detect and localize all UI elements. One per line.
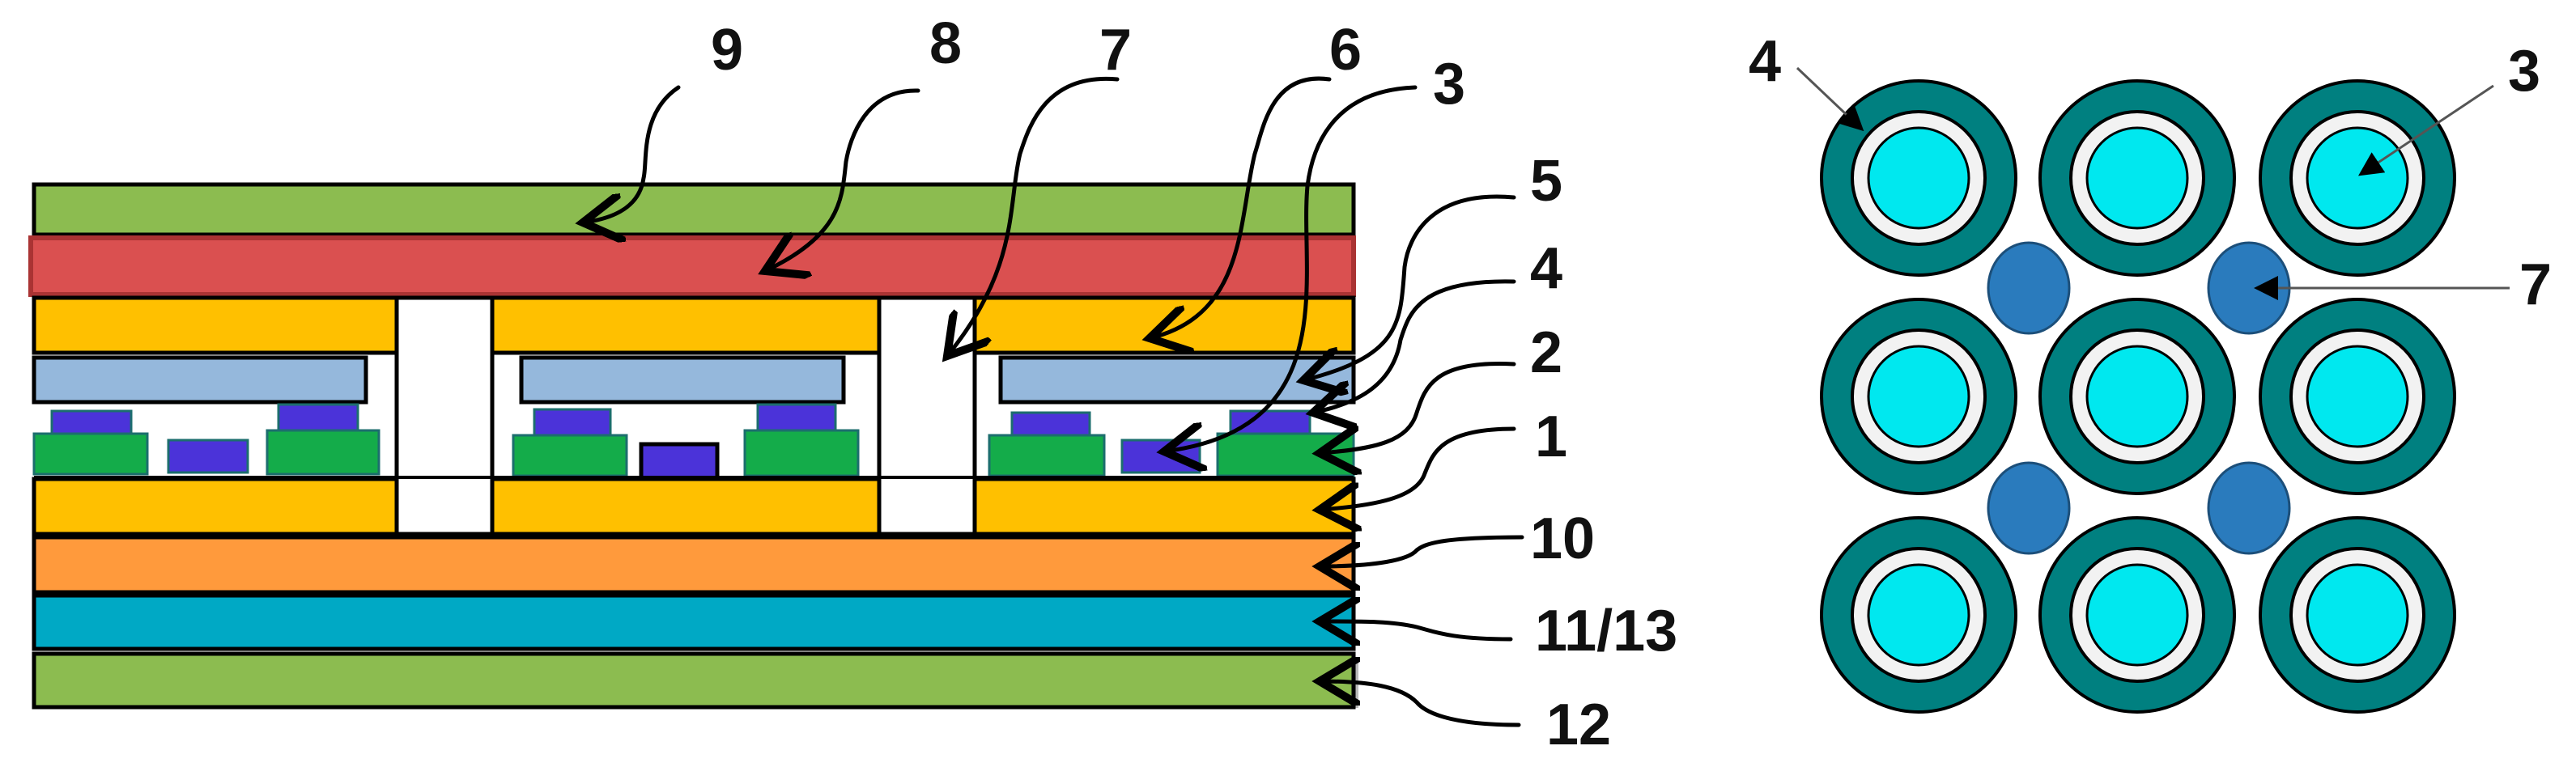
- plan-view-diagram: 4 3 7: [1749, 29, 2552, 714]
- label-9: 9: [711, 18, 743, 83]
- label-3: 3: [1433, 52, 1465, 117]
- layer-5-plate-2: [519, 355, 846, 405]
- plan-dot-1: [1987, 241, 2071, 335]
- plan-cell-6-core: [2306, 345, 2409, 448]
- plan-cell-5-core: [2085, 345, 2189, 448]
- plan-cell-1-core: [1867, 126, 1970, 230]
- chip-mid-2: [639, 442, 720, 481]
- leader-8: [765, 88, 920, 271]
- layer-6-block-3: [972, 295, 1356, 355]
- leader-4: [1313, 279, 1516, 413]
- plan-dot-4: [2207, 461, 2291, 555]
- chip-base-2a: [512, 434, 628, 477]
- plan-cell-5: [2038, 298, 2236, 495]
- chip-small-3b: [1229, 409, 1311, 435]
- chip-small-2b: [756, 403, 837, 432]
- leader-1: [1320, 426, 1516, 510]
- plan-cell-1: [1820, 79, 2017, 277]
- plan-cell-2: [2038, 79, 2236, 277]
- chip-base-3a: [988, 434, 1106, 477]
- leader-6: [1150, 76, 1332, 338]
- chip-base-1b: [266, 429, 380, 476]
- leader-7: [947, 76, 1120, 356]
- leader-3: [1164, 85, 1418, 451]
- chip-small-3a: [1010, 411, 1091, 437]
- layer-9-top-cover: [32, 182, 1356, 237]
- label-1: 1: [1535, 405, 1567, 469]
- layer-1-block-3: [972, 477, 1356, 536]
- plan-cell-2-core: [2085, 126, 2189, 230]
- plan-cell-8-core: [2085, 563, 2189, 667]
- leader-9: [583, 85, 681, 222]
- leader-11-13: [1320, 621, 1513, 639]
- layer-8-adhesive: [28, 235, 1356, 297]
- plan-dot-3: [1987, 461, 2071, 555]
- layer-5-plate-1: [32, 355, 368, 405]
- plan-cell-9-core: [2306, 563, 2409, 667]
- chip-small-2a: [533, 408, 612, 437]
- plan-cell-7: [1820, 516, 2017, 714]
- leader-12: [1320, 681, 1521, 727]
- plan-cell-3: [2259, 79, 2456, 277]
- chip-small-1a: [50, 409, 133, 435]
- leader-10: [1320, 535, 1524, 566]
- label-5: 5: [1530, 149, 1562, 214]
- label-10: 10: [1530, 506, 1595, 571]
- plan-cell-4: [1820, 298, 2017, 495]
- chip-small-1b: [277, 403, 359, 432]
- opening-7-right: [877, 295, 977, 536]
- plan-cell-3-core: [2306, 126, 2409, 230]
- label-12: 12: [1546, 693, 1611, 757]
- plan-cell-8: [2038, 516, 2236, 714]
- layer-10: [32, 535, 1356, 595]
- label-8: 8: [929, 11, 962, 76]
- label-4: 4: [1530, 236, 1562, 301]
- label-plan-3: 3: [2508, 39, 2540, 104]
- layer-12-bottom-cover: [32, 651, 1356, 710]
- label-11-13: 11/13: [1535, 599, 1677, 663]
- layer-6-block-2: [490, 295, 882, 355]
- chip-base-3b: [1216, 432, 1355, 477]
- layer-5-plate-3: [998, 355, 1356, 405]
- plan-cell-4-core: [1867, 345, 1970, 448]
- plan-cell-7-core: [1867, 563, 1970, 667]
- opening-7-left: [394, 295, 495, 536]
- layer-6-block-1: [32, 295, 399, 355]
- plan-cell-9: [2259, 516, 2456, 714]
- layer-11-13: [32, 593, 1356, 651]
- plan-cell-6: [2259, 298, 2456, 495]
- chip-mid-1: [167, 439, 249, 474]
- leader-plan-4: [1796, 66, 1864, 132]
- chip-base-2b: [743, 429, 860, 477]
- chip-mid-3: [1120, 439, 1201, 474]
- label-2: 2: [1530, 320, 1562, 385]
- layer-1-block-2: [490, 477, 882, 536]
- leader-plan-3: [2358, 84, 2494, 176]
- label-plan-7: 7: [2519, 252, 2552, 317]
- label-6: 6: [1329, 18, 1362, 83]
- label-plan-4: 4: [1749, 29, 1781, 94]
- chip-base-1a: [32, 432, 149, 476]
- leader-5: [1303, 194, 1516, 380]
- layer-1-block-1: [32, 477, 399, 536]
- label-7: 7: [1099, 18, 1132, 83]
- leader-2: [1320, 362, 1516, 453]
- cross-section-diagram: 9 8 7 6 3 5 4 2 1 10 11/13 12: [28, 11, 1677, 757]
